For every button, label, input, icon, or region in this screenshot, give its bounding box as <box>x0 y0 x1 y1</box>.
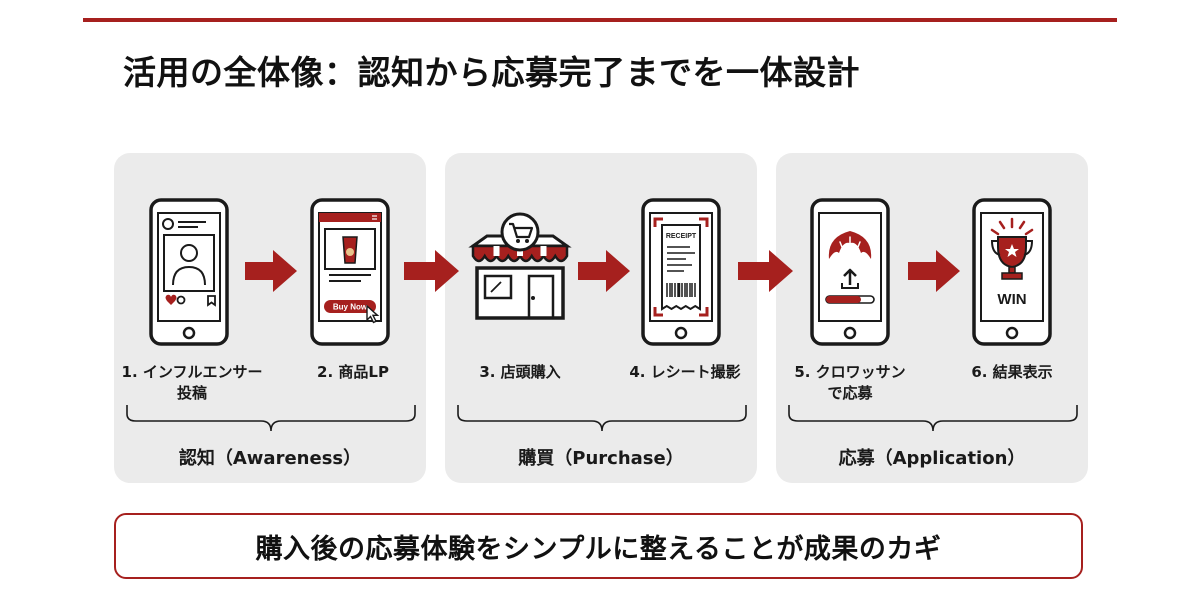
step-label-4: 4. レシート撮影 <box>629 363 741 381</box>
step-label-2: 2. 商品LP <box>317 363 389 381</box>
phase-brace-awareness <box>126 405 416 432</box>
croissant-upload-phone-icon <box>810 198 890 346</box>
receipt-title: RECEIPT <box>666 233 697 240</box>
arrow-right-icon <box>404 250 459 292</box>
page-title: 活用の全体像：認知から応募完了までを一体設計 <box>123 53 860 92</box>
arrow-right-icon <box>245 250 297 292</box>
receipt-scan-phone-icon: RECEIPT <box>641 198 721 346</box>
storefront-cart-icon <box>468 212 572 320</box>
arrow-right-icon <box>738 250 793 292</box>
top-rule <box>83 18 1117 22</box>
win-text: WIN <box>997 291 1026 308</box>
step-label-3: 3. 店頭購入 <box>479 363 561 381</box>
phase-label-application: 応募（Application） <box>838 448 1026 469</box>
step-label-5: 5. クロワッサン で応募 <box>794 363 906 402</box>
key-message-box: 購入後の応募体験をシンプルに整えることが成果のカギ <box>114 513 1083 579</box>
influencer-post-phone-icon <box>149 198 229 346</box>
phase-label-awareness: 認知（Awareness） <box>178 448 362 469</box>
product-lp-phone-icon: Buy Now <box>310 198 390 346</box>
trophy-win-phone-icon: WIN <box>972 198 1052 346</box>
buy-now-label: Buy Now <box>333 303 368 312</box>
arrow-right-icon <box>578 250 630 292</box>
phase-label-purchase: 購買（Purchase） <box>518 448 684 469</box>
phase-brace-application <box>788 405 1078 432</box>
arrow-right-icon <box>908 250 960 292</box>
step-label-1: 1. インフルエンサー 投稿 <box>121 363 263 402</box>
step-label-6: 6. 結果表示 <box>971 363 1053 381</box>
phase-brace-purchase <box>457 405 747 432</box>
key-message-text: 購入後の応募体験をシンプルに整えることが成果のカギ <box>255 533 942 565</box>
